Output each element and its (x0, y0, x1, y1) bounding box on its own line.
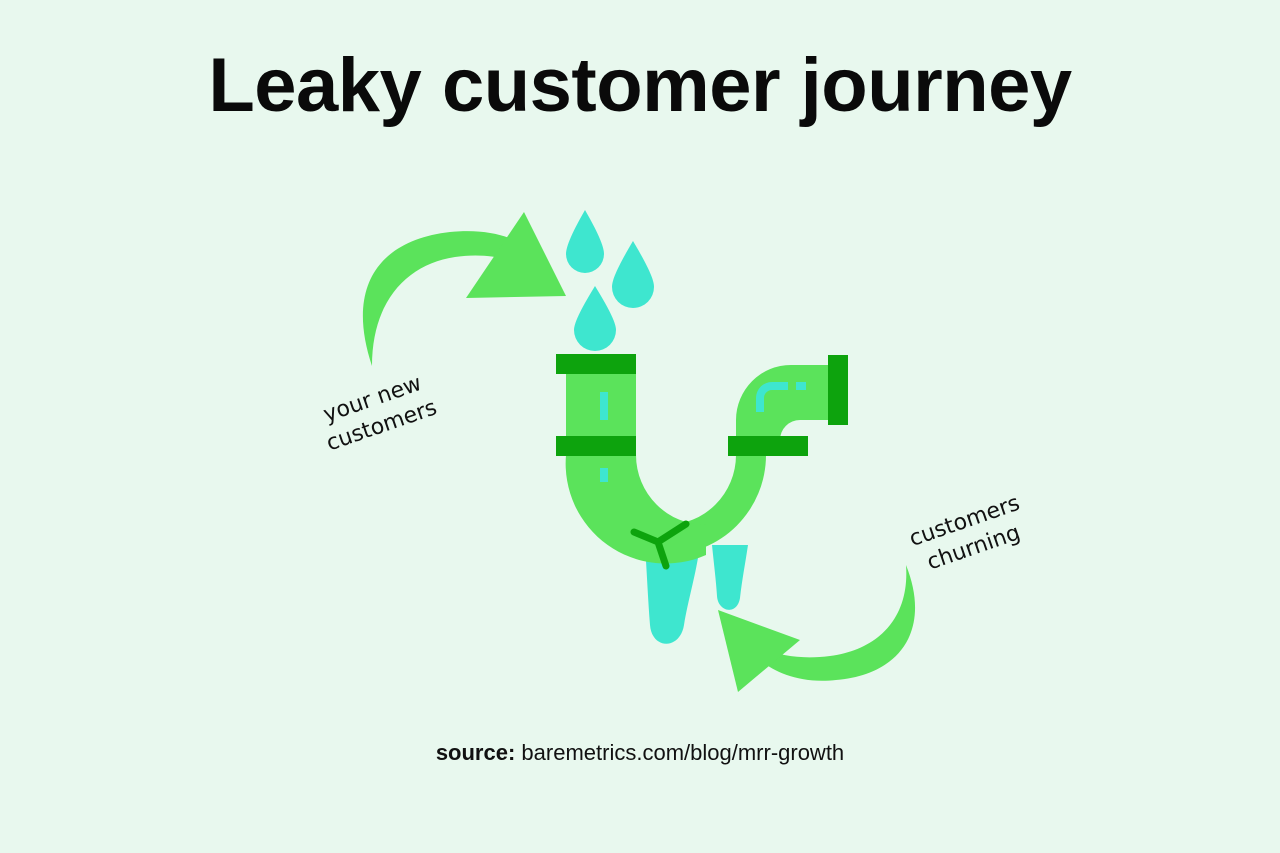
drain-pipe-icon (556, 354, 848, 570)
churning-label: customers churning (906, 491, 1023, 576)
page-title: Leaky customer journey (208, 43, 1072, 128)
water-drop-icon (566, 210, 604, 273)
incoming-arrow-icon (362, 212, 566, 366)
water-drop-icon (612, 241, 654, 308)
source-link: baremetrics.com/blog/mrr-growth (521, 740, 845, 765)
churn-arrow-icon (718, 565, 916, 692)
new-customers-label: your new customers (320, 371, 440, 456)
water-drop-icon (574, 286, 616, 351)
leaking-water (645, 545, 748, 644)
source-credit: source: baremetrics.com/blog/mrr-growth (0, 740, 1280, 766)
source-label: source: (435, 740, 516, 765)
crack-icon (630, 520, 690, 570)
water-drops (566, 210, 654, 351)
